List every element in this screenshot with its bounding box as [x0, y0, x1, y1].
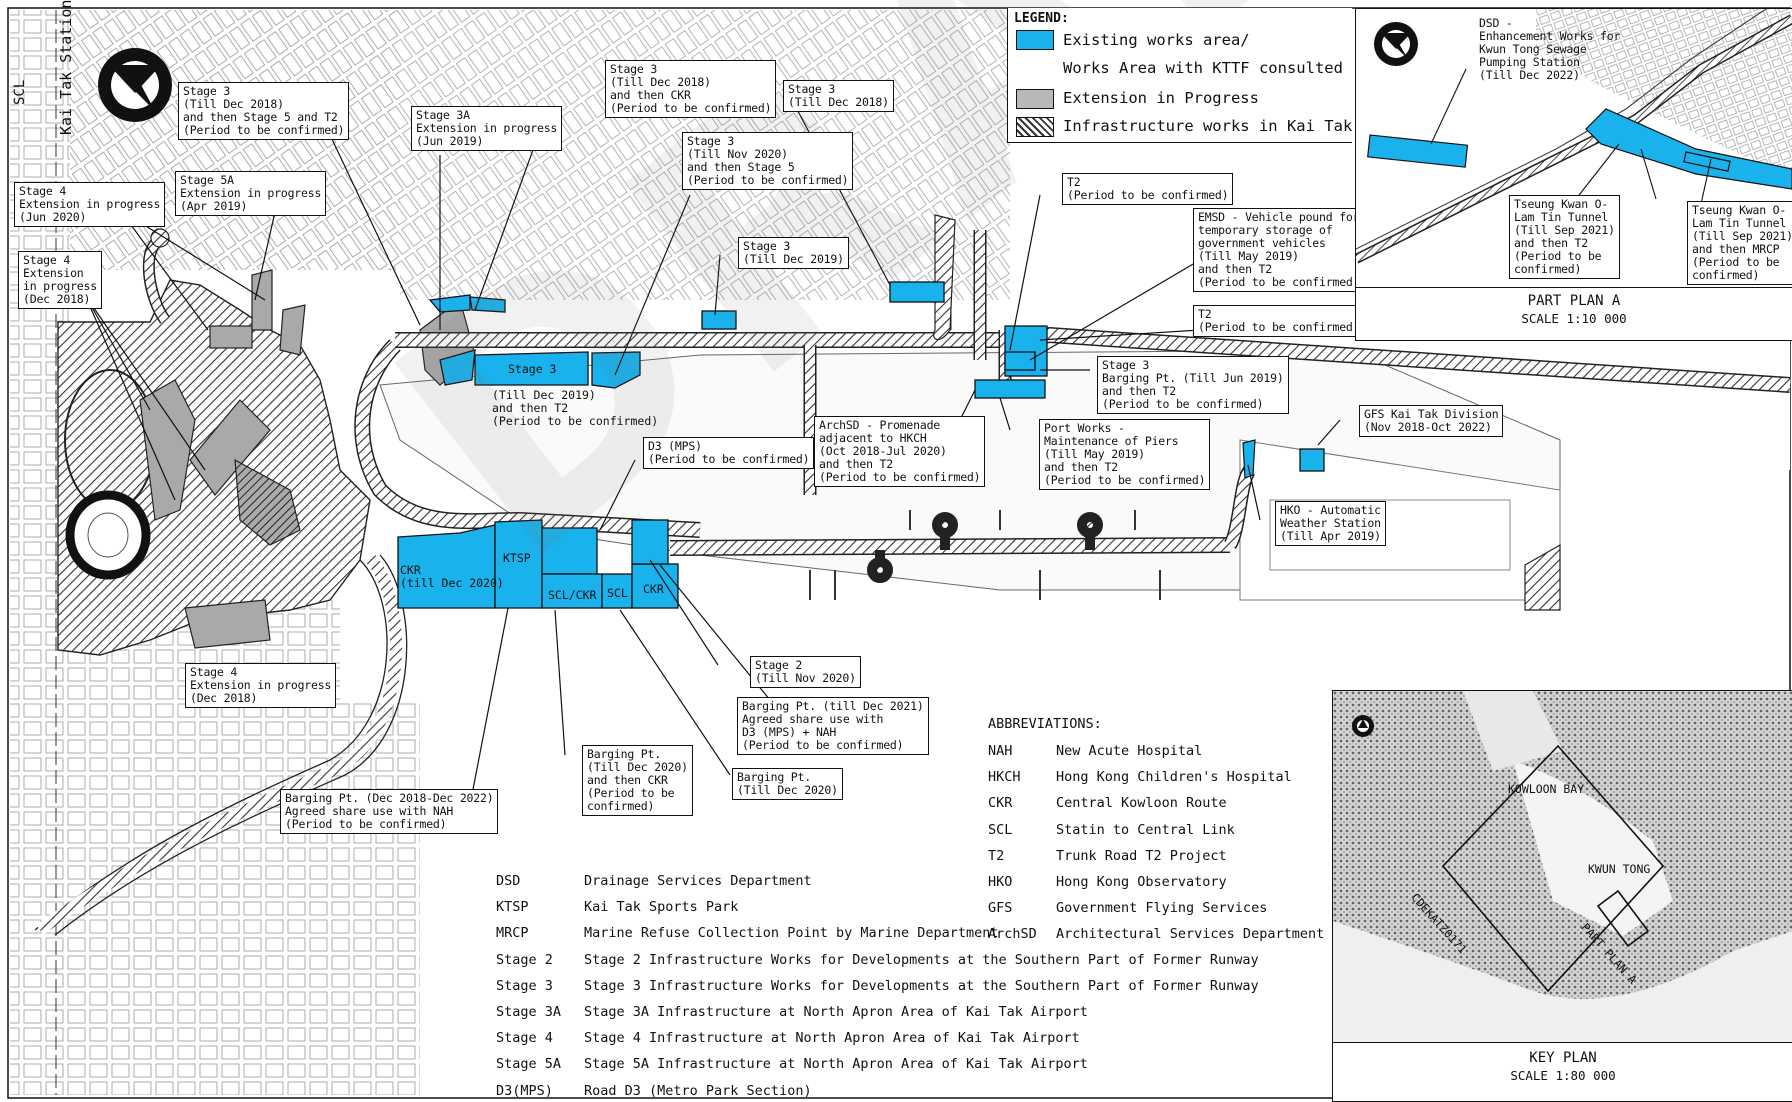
abbreviation-key: HKCH	[988, 769, 1021, 786]
abbreviation-value: Drainage Services Department	[584, 873, 812, 889]
ktsp-block-label: KTSP	[503, 551, 531, 565]
annotation-t2-north: T2 (Period to be confirmed)	[1062, 173, 1234, 205]
key-plan: KOWLOON BAY KWUN TONG CDEKATZ0171 PART P…	[1332, 690, 1792, 1102]
part-plan-tunnel1-note: Tseung Kwan O- Lam Tin Tunnel (Till Sep …	[1509, 195, 1620, 279]
abbreviation-value: Trunk Road T2 Project	[1056, 847, 1227, 864]
abbreviation-value: New Acute Hospital	[1056, 743, 1203, 759]
key-plan-kowloon-bay: KOWLOON BAY	[1508, 782, 1585, 796]
abbreviation-value: Stage 3 Infrastructure Works for Develop…	[584, 977, 1259, 994]
legend: LEGEND: Existing works area/ Works Area …	[1007, 8, 1352, 143]
blue-areas	[397, 281, 1325, 609]
abbreviation-value: Stage 3A Infrastructure at North Apron A…	[584, 1004, 1088, 1020]
key-plan-north-arrow-icon	[1352, 715, 1374, 737]
key-plan-map	[1333, 691, 1792, 1051]
ckr-small-block-label: CKR	[643, 582, 664, 596]
annotation-hko: HKO - Automatic Weather Station (Till Ap…	[1275, 501, 1386, 546]
abbreviation-key: NAH	[988, 743, 1013, 759]
stage3-main-label: Stage 3	[508, 362, 557, 376]
abbreviation-key: Stage 5A	[496, 1056, 562, 1073]
legend-swatch-extension	[1016, 89, 1054, 109]
abbreviation-key: D3(MPS)	[496, 1082, 553, 1099]
annotation-port-works: Port Works - Maintenance of Piers (Till …	[1039, 419, 1211, 490]
part-plan-dsd-note: DSD - Enhancement Works for Kwun Tong Se…	[1479, 16, 1621, 82]
annotation-gfs: GFS Kai Tak Division (Nov 2018-Oct 2022)	[1359, 405, 1504, 437]
annotation-barging-nah: Barging Pt. (Dec 2018-Dec 2022) Agreed s…	[280, 789, 499, 834]
kai-tak-station-label: Kai Tak Station	[57, 0, 75, 135]
annotation-archsd: ArchSD - Promenade adjacent to HKCH (Oct…	[814, 416, 986, 487]
part-plan-a: DSD - Enhancement Works for Kwun Tong Se…	[1355, 8, 1792, 341]
annotation-stage3-dec2018: Stage 3 (Till Dec 2018)	[783, 80, 894, 112]
leader-lines	[84, 99, 1341, 806]
annotation-stage3-stage5-t2: Stage 3 (Till Dec 2018) and then Stage 5…	[178, 82, 350, 140]
stage3-main-note: (Till Dec 2019) and then T2 (Period to b…	[492, 388, 659, 428]
abbreviation-key: Stage 3	[496, 977, 553, 994]
annotation-stage3-barging: Stage 3 Barging Pt. (Till Jun 2019) and …	[1097, 356, 1289, 414]
abbreviation-key: Stage 2	[496, 951, 553, 968]
annotation-emsd: EMSD - Vehicle pound for temporary stora…	[1193, 208, 1365, 292]
abbreviation-key: MRCP	[496, 925, 529, 942]
annotation-stage2: Stage 2 (Till Nov 2020)	[750, 656, 861, 688]
legend-extension: Extension in Progress	[1063, 89, 1259, 107]
part-plan-north-arrow-icon	[1374, 22, 1418, 66]
annotation-stage4-dec2018-west: Stage 4 Extension in progress (Dec 2018)	[18, 251, 102, 309]
abbreviation-value: Stage 4 Infrastructure at North Apron Ar…	[584, 1030, 1080, 1047]
abbreviation-value: Stage 5A Infrastructure at North Apron A…	[584, 1056, 1088, 1073]
ckr-block-label: CKR (till Dec 2020)	[400, 563, 504, 590]
abbreviation-key: ArchSD	[988, 926, 1037, 943]
annotation-stage5a: Stage 5A Extension in progress (Apr 2019…	[175, 171, 327, 216]
annotation-stage4-jun2020: Stage 4 Extension in progress (Jun 2020)	[14, 182, 166, 227]
abbreviation-key: Stage 3A	[496, 1004, 562, 1020]
annotation-barging-dec2020: Barging Pt. (Till Dec 2020)	[732, 768, 843, 800]
scl-label: SCL	[12, 79, 28, 105]
annotation-stage3a: Stage 3A Extension in progress (Jun 2019…	[411, 106, 563, 151]
abbreviation-key: DSD	[496, 873, 521, 889]
abbreviation-value: Marine Refuse Collection Point by Marine…	[584, 925, 999, 942]
annotation-barging-dec2021: Barging Pt. (till Dec 2021) Agreed share…	[737, 697, 929, 755]
annotation-stage3-ckr: Stage 3 (Till Dec 2018) and then CKR (Pe…	[605, 60, 777, 118]
abbreviation-key: Stage 4	[496, 1030, 553, 1047]
annotation-t2-east: T2 (Period to be confirmed)	[1193, 305, 1365, 337]
annotation-barging-ckr: Barging Pt. (Till Dec 2020) and then CKR…	[582, 745, 693, 816]
annotation-d3-mps: D3 (MPS) (Period to be confirmed)	[643, 437, 815, 469]
annotation-stage3-dec2019: Stage 3 (Till Dec 2019)	[738, 237, 849, 269]
legend-infrastructure: Infrastructure works in Kai Tak	[1063, 117, 1353, 135]
part-plan-title: PART PLAN A	[1527, 293, 1621, 309]
legend-swatch-infrastructure	[1016, 117, 1054, 137]
abbreviation-key: T2	[988, 847, 1005, 864]
abbreviation-value: Government Flying Services	[1056, 900, 1268, 917]
abbreviation-value: Hong Kong Children's Hospital	[1056, 769, 1292, 786]
abbreviations-title: ABBREVIATIONS:	[988, 716, 1102, 732]
abbreviation-key: SCL	[988, 821, 1013, 838]
legend-existing-line1: Existing works area/	[1063, 31, 1250, 49]
abbreviation-value: Stage 2 Infrastructure Works for Develop…	[584, 951, 1259, 968]
north-arrow-icon	[98, 48, 172, 122]
abbreviation-value: Central Kowloon Route	[1056, 795, 1227, 812]
scl-ckr-block-label: SCL/CKR	[548, 588, 597, 602]
part-plan-scale: SCALE 1:10 000	[1521, 311, 1627, 326]
legend-existing-line2: Works Area with KTTF consulted	[1063, 59, 1343, 77]
abbreviation-value: Architectural Services Department	[1056, 926, 1325, 943]
key-plan-footer: KEY PLAN SCALE 1:80 000	[1333, 1042, 1792, 1101]
abbreviation-key: HKO	[988, 874, 1013, 890]
key-plan-kwun-tong: KWUN TONG	[1588, 862, 1651, 876]
key-plan-scale: SCALE 1:80 000	[1510, 1068, 1616, 1083]
part-plan-footer: PART PLAN A SCALE 1:10 000	[1356, 287, 1792, 340]
abbreviation-key: CKR	[988, 795, 1013, 812]
abbreviation-value: Road D3 (Metro Park Section)	[584, 1082, 812, 1099]
key-plan-title: KEY PLAN	[1529, 1050, 1597, 1066]
abbreviation-value: Kai Tak Sports Park	[584, 899, 739, 916]
abbreviation-value: Hong Kong Observatory	[1056, 874, 1227, 890]
legend-swatch-existing	[1016, 30, 1054, 50]
abbreviation-key: GFS	[988, 900, 1013, 917]
annotation-stage4-dec2018-south: Stage 4 Extension in progress (Dec 2018)	[185, 663, 337, 708]
legend-title: LEGEND:	[1014, 11, 1069, 26]
abbreviation-value: Statin to Central Link	[1056, 821, 1235, 838]
annotation-stage3-nov2020: Stage 3 (Till Nov 2020) and then Stage 5…	[682, 132, 854, 190]
scl-block-label: SCL	[607, 586, 628, 600]
abbreviation-key: KTSP	[496, 899, 529, 916]
part-plan-tunnel2-note: Tseung Kwan O- Lam Tin Tunnel (Till Sep …	[1687, 201, 1792, 285]
